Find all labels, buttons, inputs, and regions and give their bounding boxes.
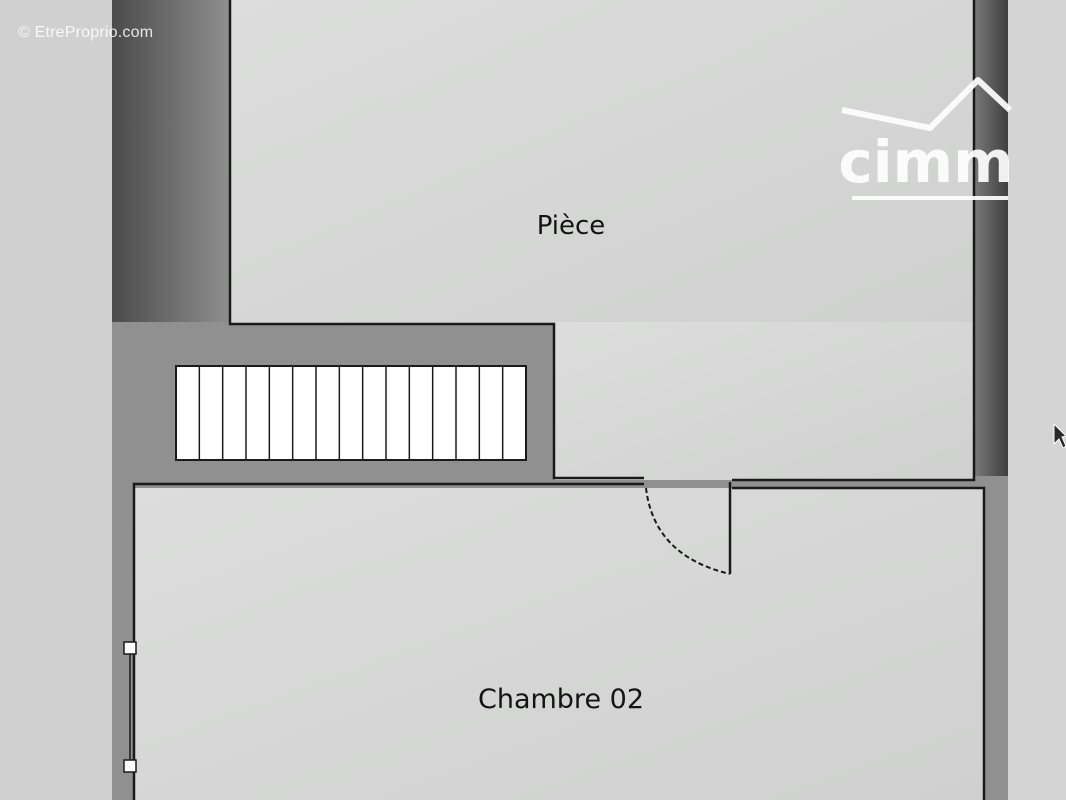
room-upper-floor-extension: [555, 322, 974, 480]
cimm-logo-text: cimm: [838, 128, 1013, 196]
room-lower-floor: [134, 488, 984, 800]
staircase: [175, 365, 527, 461]
screen-margin-left: [0, 0, 112, 800]
staircase-frame: [175, 365, 527, 461]
room-upper-label: Pièce: [537, 211, 606, 241]
window-marker-top: [123, 641, 137, 655]
room-upper-outline: [228, 0, 644, 480]
door-swing-arc: [645, 487, 731, 575]
room-upper-outline-right: [732, 0, 976, 482]
room-lower-outline: [132, 482, 644, 800]
screen-margin-right: [1006, 0, 1066, 800]
mouse-cursor-icon: [1053, 422, 1066, 449]
room-lower-outline-right: [732, 486, 986, 800]
room-lower-label: Chambre 02: [478, 684, 644, 715]
source-watermark: © EtreProprio.com: [18, 24, 154, 41]
wall-lower-right: [984, 488, 1008, 800]
wall-lower-left: [112, 488, 134, 800]
cimm-logo-icon: cimm: [838, 77, 1014, 200]
room-upper-floor: [230, 0, 974, 324]
window-marker-bottom: [123, 759, 137, 773]
